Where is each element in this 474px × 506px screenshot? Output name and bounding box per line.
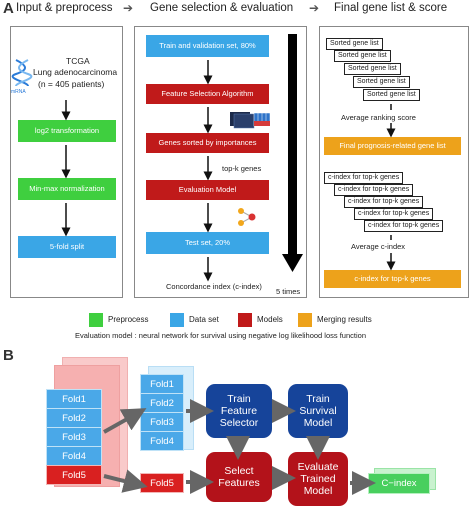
- average-ranking-score-label: Average ranking score: [341, 113, 416, 122]
- panel-a-letter: A: [3, 0, 14, 17]
- evaluation-model-box: Evaluation Model: [146, 180, 269, 200]
- cindex-box: C−index: [368, 473, 430, 494]
- sorted-gene-list-2: Sorted gene list: [334, 50, 391, 62]
- mid-fold-4: Fold4: [140, 431, 184, 451]
- panel-b-letter: B: [3, 347, 14, 364]
- dataset-label: Lung adenocarcinoma: [33, 67, 118, 77]
- train-validation-box: Train and validation set, 80%: [146, 35, 269, 57]
- genes-sorted-box: Genes sorted by importances: [146, 133, 269, 153]
- train-feature-selector-box: Train Feature Selector: [206, 384, 272, 438]
- select-features-box: Select Features: [206, 452, 272, 502]
- five-fold-split-box: 5-fold split: [18, 236, 116, 258]
- cindex-list-5: c-index for top-k genes: [364, 220, 444, 232]
- header-input-preprocess: Input & preprocess: [16, 2, 113, 14]
- legend-merging-swatch: [298, 313, 312, 327]
- test-set-box: Test set, 20%: [146, 232, 269, 254]
- legend-preprocess-swatch: [89, 313, 103, 327]
- tcga-label: TCGA: [66, 56, 90, 66]
- concordance-index-label: Concordance index (c-index): [166, 282, 262, 291]
- legend-models-label: Models: [257, 315, 283, 324]
- cindex-list-1: c-index for top-k genes: [324, 172, 404, 184]
- sorted-gene-list-3: Sorted gene list: [344, 63, 401, 75]
- legend-preprocess-label: Preprocess: [108, 315, 149, 324]
- left-fold-5: Fold5: [46, 465, 102, 485]
- final-prognosis-gene-list-box: Final prognosis-related gene list: [324, 137, 461, 155]
- cindex-list-3: c-index for top-k genes: [344, 196, 424, 208]
- min-max-normalization-box: Min-max normalization: [18, 178, 116, 200]
- cindex-top-k-final-box: c-index for top-k genes: [324, 270, 461, 288]
- five-times-label: 5 times: [276, 287, 301, 296]
- cindex-list-4: c-index for top-k genes: [354, 208, 434, 220]
- legend-dataset-label: Data set: [189, 315, 219, 324]
- dna-icon: [11, 58, 33, 88]
- train-survival-model-box: Train Survival Model: [288, 384, 348, 438]
- sorted-gene-list-4: Sorted gene list: [353, 76, 410, 88]
- mrna-label: mRNA: [11, 89, 26, 95]
- header-final-gene-list: Final gene list & score: [334, 2, 448, 14]
- legend-dataset-swatch: [170, 313, 184, 327]
- feature-selection-box: Feature Selection Algorithm: [146, 84, 269, 104]
- cindex-list-2: c-index for top-k genes: [334, 184, 414, 196]
- sorted-gene-list-5: Sorted gene list: [363, 89, 420, 101]
- sorted-gene-list-1: Sorted gene list: [326, 38, 383, 50]
- evaluation-model-note: Evaluation model : neural network for su…: [75, 331, 366, 340]
- log2-transformation-box: log2 transformation: [18, 120, 116, 142]
- legend-merging-label: Merging results: [317, 315, 372, 324]
- gene-matrix-icon: [228, 108, 272, 130]
- patients-label: (n = 405 patients): [38, 79, 105, 89]
- legend-models-swatch: [238, 313, 252, 327]
- header-arrow-2: ➔: [309, 1, 320, 15]
- top-k-genes-label: top-k genes: [222, 164, 262, 173]
- network-icon: [236, 206, 258, 228]
- evaluate-trained-model-box: Evaluate Trained Model: [288, 452, 348, 506]
- average-cindex-label: Average c-index: [351, 242, 406, 251]
- header-gene-selection: Gene selection & evaluation: [150, 2, 294, 14]
- header-arrow-1: ➔: [123, 1, 134, 15]
